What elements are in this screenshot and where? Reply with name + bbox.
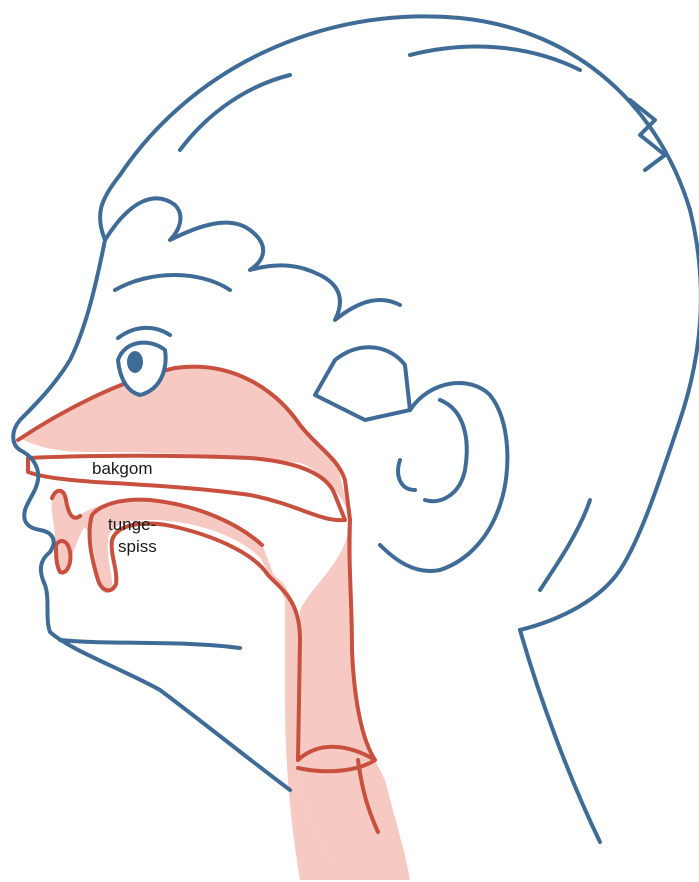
temple-mark [180,75,290,150]
label-palate: bakgom [92,459,152,478]
ear-inner [425,400,467,501]
label-tongue-tip-line2: spiss [118,537,157,556]
eyebrow [115,275,230,290]
crown-mark [410,47,580,70]
label-tongue-tip-line1: tunge- [108,515,156,534]
vocal-tract [18,367,410,880]
eye-lash [118,328,170,338]
neck-back-outline [520,630,600,842]
jaw-line [60,640,240,648]
ear-lobe-mark [540,500,590,590]
pupil [127,351,143,373]
ear-canal [398,460,415,490]
sideburn-block [315,347,410,420]
hair-fringe [100,175,400,320]
